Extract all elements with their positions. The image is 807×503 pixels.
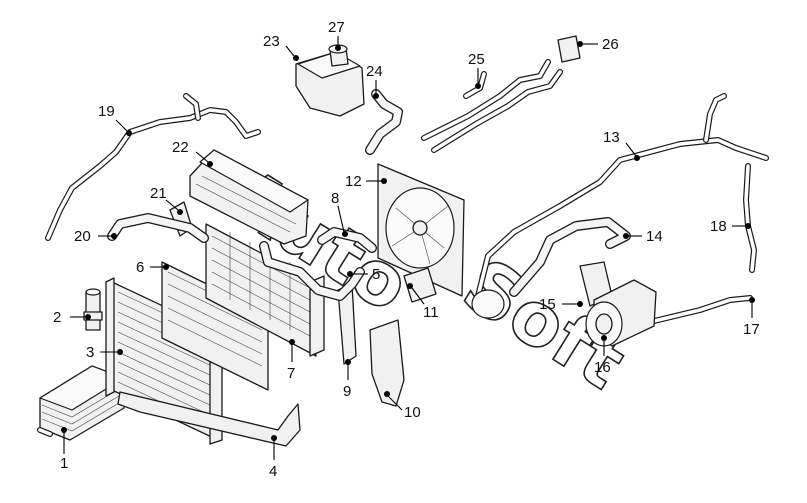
callout-12: 12 — [345, 173, 362, 190]
callout-15: 15 — [539, 296, 556, 313]
callout-27: 27 — [328, 19, 345, 36]
callout-23: 23 — [263, 33, 280, 50]
heater-pipe — [45, 93, 261, 241]
radiator-cover — [189, 149, 309, 245]
ac-pipe-lower — [647, 295, 753, 325]
callout-3: 3 — [86, 344, 94, 361]
callout-26: 26 — [602, 36, 619, 53]
callout-25: 25 — [468, 51, 485, 68]
callout-14: 14 — [646, 228, 663, 245]
coolant-reservoir — [295, 44, 365, 117]
callout-24: 24 — [366, 63, 383, 80]
callout-8: 8 — [331, 190, 339, 207]
callout-22: 22 — [172, 139, 189, 156]
callout-1: 1 — [60, 455, 68, 472]
callout-11: 11 — [423, 304, 439, 321]
callout-2: 2 — [53, 309, 61, 326]
fan-shroud — [377, 163, 465, 297]
callout-5: 5 — [372, 266, 380, 283]
coolant-hoses — [107, 89, 403, 301]
ac-pipe-right — [743, 163, 757, 273]
sensor — [83, 288, 103, 331]
air-duct — [369, 319, 405, 407]
callout-18: 18 — [710, 218, 727, 235]
oil-cooler — [37, 365, 125, 441]
ac-compressor — [585, 279, 657, 347]
callout-9: 9 — [343, 383, 351, 400]
callout-6: 6 — [136, 259, 144, 276]
air-guide-lower — [117, 391, 301, 447]
clip — [557, 35, 581, 63]
callout-17: 17 — [743, 321, 760, 338]
callout-19: 19 — [98, 103, 115, 120]
callout-16: 16 — [594, 359, 611, 376]
callout-4: 4 — [269, 463, 277, 480]
fan-motor — [403, 267, 437, 303]
pipe-assembly — [421, 59, 563, 153]
callout-21: 21 — [150, 185, 167, 202]
callouts: 1 2 3 4 5 6 7 8 9 10 11 12 13 — [53, 19, 760, 480]
callout-20: 20 — [74, 228, 91, 245]
callout-7: 7 — [287, 365, 295, 382]
callout-13: 13 — [603, 129, 620, 146]
callout-10: 10 — [404, 404, 421, 421]
ac-pipe-long — [471, 93, 769, 319]
